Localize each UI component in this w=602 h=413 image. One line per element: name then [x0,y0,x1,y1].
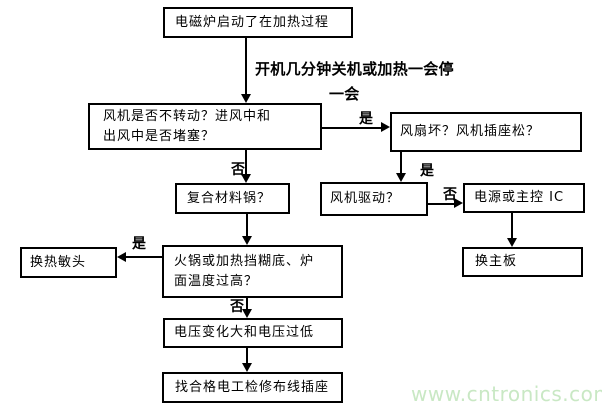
node-voltage-label: 电压变化大和电压过低 [174,325,315,340]
arrowhead-down-icon [242,363,252,372]
arrowhead-down-icon [241,94,251,103]
node-composite-pot: 复合材料锅？ [175,183,290,214]
node-pot-overheat-label-line2: 面温度过高？ [174,273,259,289]
edge-label-no-power-ic: 否 [443,187,457,203]
arrowhead-down-icon [242,309,252,318]
node-fan-drive-label: 风机驱动？ [330,191,401,206]
connector-fan-broken-to-fan-drive [400,152,402,175]
arrowhead-right-icon [381,122,390,132]
connector-start-to-fan-check [245,38,247,95]
node-voltage: 电压变化大和电压过低 [163,318,343,348]
watermark-text: www.cntronics.com [411,382,602,406]
node-replace-thermal-head-label: 换热敏头 [30,254,87,270]
node-start-label: 电磁炉启动了在加热过程 [175,14,330,30]
arrowhead-right-icon [454,198,463,208]
connector-power-ic-to-replace-mainboard [511,213,513,240]
node-fan-check-label-line2: 出风中是否堵塞？ [103,128,216,144]
node-start: 电磁炉启动了在加热过程 [163,7,353,38]
arrowhead-left-icon [117,252,126,262]
connector-fan-drive-to-power-ic [428,203,456,205]
edge-label-condition-line1: 开机几分钟关机或加热一会停 [255,60,454,78]
edge-label-no-voltage: 否 [230,299,244,315]
node-power-ic: 电源或主控 IC [463,183,585,213]
node-composite-pot-label: 复合材料锅？ [187,190,272,206]
node-electrician: 找合格电工检修布线插座 [162,372,343,403]
edge-label-condition-line2: 一会 [329,85,360,103]
connector-pot-overheat-to-voltage [246,298,248,311]
connector-composite-pot-to-pot-overheat [246,214,248,238]
connector-fan-check-to-fan-broken [322,127,383,129]
node-fan-drive: 风机驱动？ [320,182,428,216]
node-pot-overheat: 火锅或加热挡糊底、炉 面温度过高？ [162,245,343,298]
connector-voltage-to-electrician [246,348,248,365]
arrowhead-down-icon [242,236,252,245]
node-power-ic-label: 电源或主控 IC [474,190,565,205]
node-replace-thermal-head: 换热敏头 [20,247,117,278]
arrowhead-down-icon [507,238,517,247]
arrowhead-down-icon [241,174,251,183]
node-fan-broken: 风扇坏？风机插座松？ [390,112,582,152]
node-fan-broken-label: 风扇坏？风机插座松？ [400,124,541,139]
edge-label-yes-fan-drive: 是 [420,163,434,179]
edge-label-yes-fan-broken: 是 [359,111,373,127]
connector-pot-overheat-to-replace-thermal-head [124,256,162,258]
node-fan-check-label-line1: 风机是否不转动？进风中和 [103,108,272,124]
edge-label-yes-replace-thermal-head: 是 [132,236,146,252]
edge-label-no-composite-pot: 否 [231,162,245,178]
node-fan-check: 风机是否不转动？进风中和 出风中是否堵塞？ [88,103,322,150]
node-replace-mainboard: 换主板 [462,247,583,277]
arrowhead-down-icon [396,173,406,182]
node-pot-overheat-label-line1: 火锅或加热挡糊底、炉 [174,253,315,269]
connector-fan-check-to-composite-pot [245,150,247,176]
node-electrician-label: 找合格电工检修布线插座 [175,379,330,395]
node-replace-mainboard-label: 换主板 [475,254,518,269]
